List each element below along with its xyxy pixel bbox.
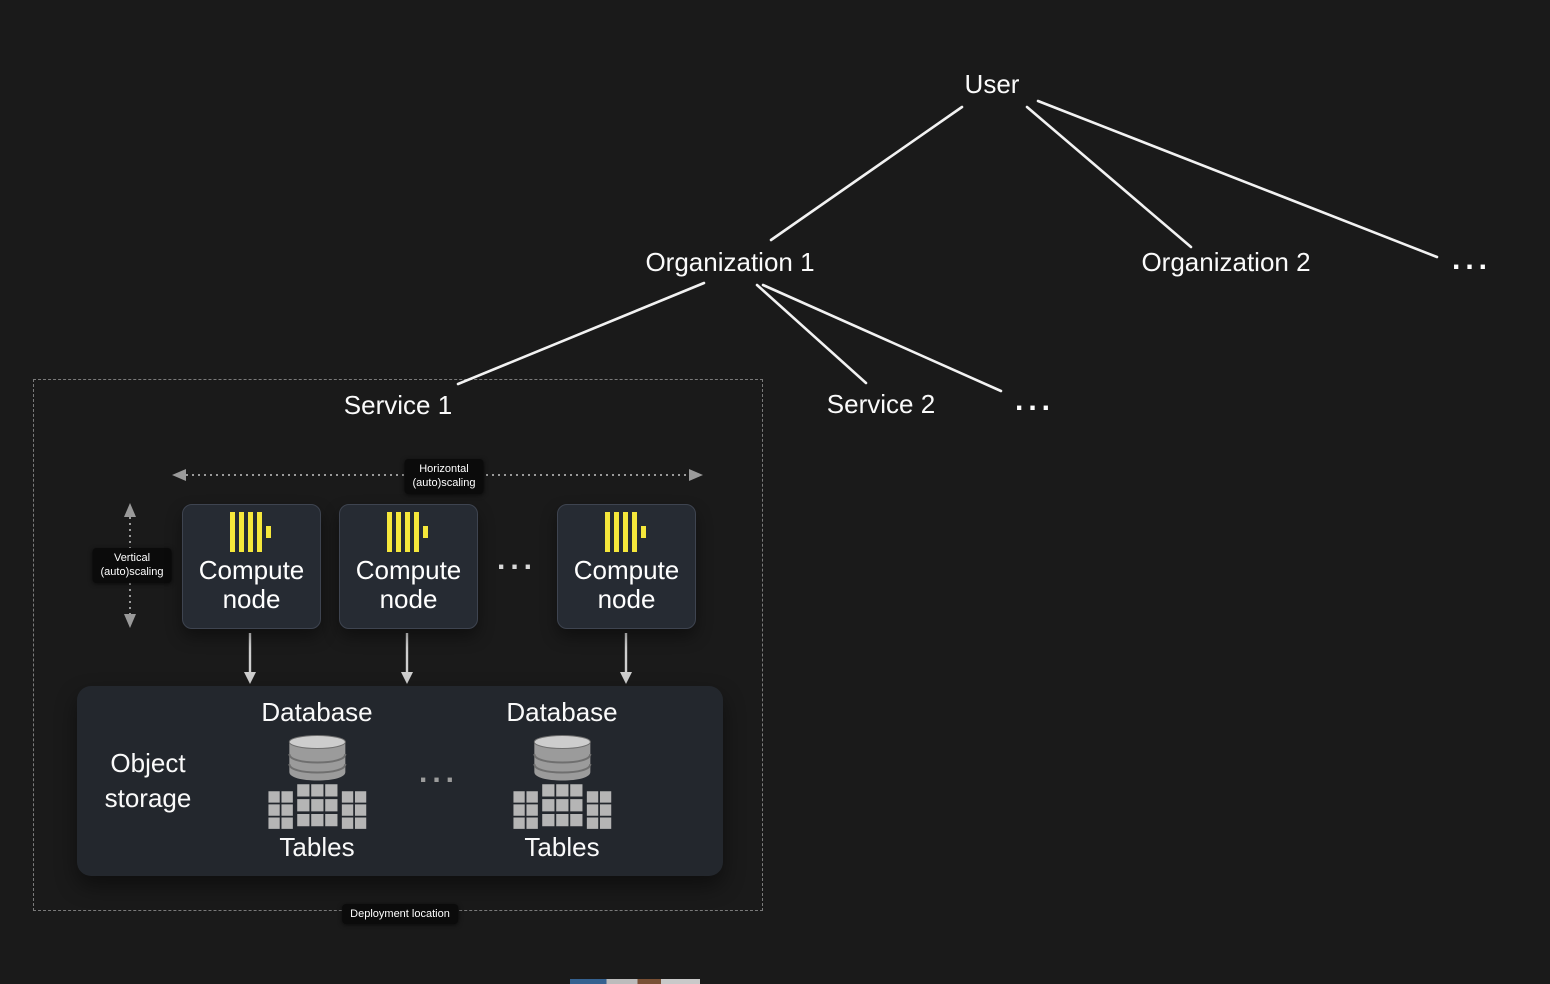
organization-1-label: Organization 1 xyxy=(645,247,815,277)
tables-grid-icon xyxy=(513,784,611,829)
database-label: Database xyxy=(506,697,618,727)
horizontal-scaling-label: Horizontal (auto)scaling xyxy=(404,459,484,494)
vertical-scaling-label: Vertical (auto)scaling xyxy=(92,548,172,583)
line-org1-service2 xyxy=(755,283,868,385)
service-2-label: Service 2 xyxy=(826,389,936,419)
compute-node-1: Compute node xyxy=(182,504,321,629)
tables-grid-icon xyxy=(268,784,366,829)
tree-lines xyxy=(456,99,1439,393)
line-user-org1 xyxy=(769,105,964,242)
database-cylinder-icon xyxy=(288,734,346,781)
clickhouse-logo-icon xyxy=(604,512,646,552)
deployment-location-label: Deployment location xyxy=(342,904,458,925)
compute-node-label: Compute node xyxy=(355,555,462,615)
object-storage-box: Object storage Database xyxy=(77,686,723,876)
user-label: User xyxy=(964,69,1020,99)
object-storage-label: Object storage xyxy=(104,748,192,814)
clickhouse-logo-icon xyxy=(386,512,428,552)
organizations-ellipsis: ... xyxy=(1451,243,1493,276)
tables-label: Tables xyxy=(524,831,600,862)
compute-nodes-ellipsis: ... xyxy=(496,543,538,576)
line-org1-more xyxy=(761,283,1003,393)
line-user-org2 xyxy=(1025,105,1193,249)
clickhouse-logo-icon xyxy=(229,512,271,552)
service-1-label: Service 1 xyxy=(343,390,453,420)
line-org1-service1 xyxy=(456,281,706,386)
tables-label: Tables xyxy=(279,831,355,862)
database-group-2: Database xyxy=(506,697,618,863)
service-1-box: Service 1 Horizontal (auto)scaling Verti… xyxy=(33,379,763,925)
database-label: Database xyxy=(261,697,373,727)
database-group-1: Database xyxy=(261,697,373,863)
compute-node-label: Compute node xyxy=(198,555,305,615)
compute-node-3: Compute node xyxy=(557,504,696,629)
database-cylinder-icon xyxy=(533,734,591,781)
compute-node-2: Compute node xyxy=(339,504,478,629)
bottom-edge-artifact xyxy=(570,979,700,984)
services-ellipsis: ... xyxy=(1014,384,1056,417)
compute-node-label: Compute node xyxy=(573,555,680,615)
databases-ellipsis: ... xyxy=(418,756,460,789)
line-user-more xyxy=(1036,99,1439,259)
organization-2-label: Organization 2 xyxy=(1141,247,1311,277)
